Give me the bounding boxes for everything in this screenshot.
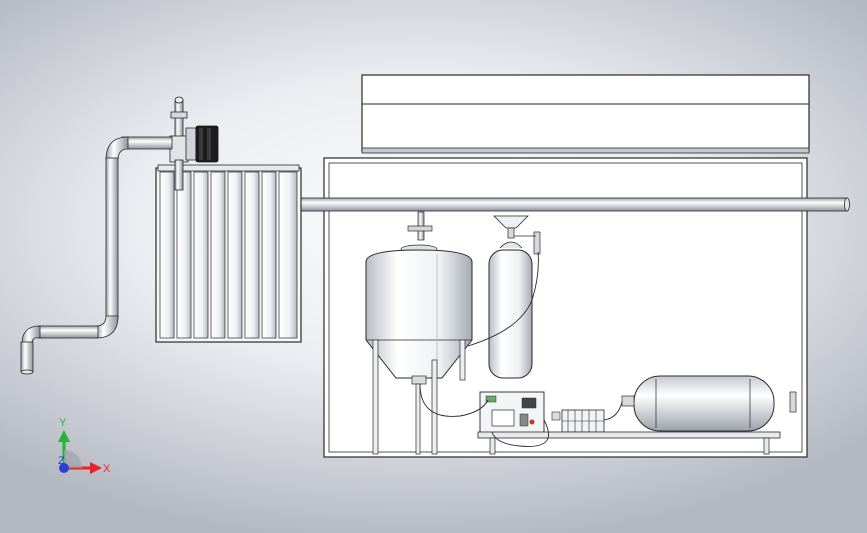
left-piping xyxy=(20,136,173,375)
finned-radiator xyxy=(155,164,302,343)
axis-triad: Y X Z xyxy=(58,417,111,475)
pump-motor xyxy=(169,96,219,191)
gas-cylinder xyxy=(488,215,541,379)
top-cover-panel xyxy=(361,74,810,154)
x-axis-label: X xyxy=(103,463,111,475)
radiator-fins xyxy=(159,171,298,339)
equipment-table xyxy=(477,431,781,455)
control-board xyxy=(479,391,561,435)
horizontal-tank xyxy=(621,375,797,432)
small-heat-exchanger xyxy=(561,409,605,433)
z-axis-label: Z xyxy=(58,455,65,467)
hoses xyxy=(419,251,623,447)
horizontal-main-pipe xyxy=(284,197,850,212)
conical-tank xyxy=(365,211,473,455)
y-axis-label: Y xyxy=(59,417,67,429)
